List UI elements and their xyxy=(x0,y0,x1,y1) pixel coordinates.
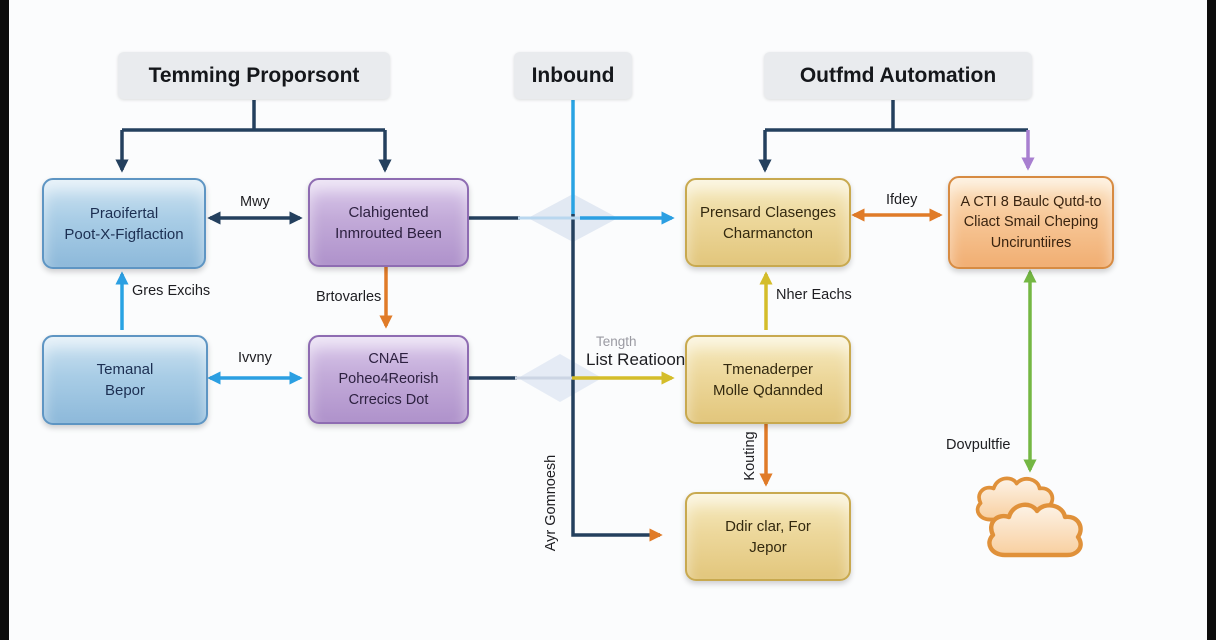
node-ddir-clar: Ddir clar, For Jepor xyxy=(685,492,851,581)
node-text: Crrecics Dot xyxy=(348,391,429,408)
node-text: Prensard Clasenges xyxy=(700,203,836,221)
lane-header-label: Inbound xyxy=(531,63,615,87)
node-cnae: CNAE Poheo4Reorish Crrecics Dot xyxy=(308,335,469,424)
node-text: Poot-X-Figflaction xyxy=(64,225,184,243)
node-text: Tmenaderper xyxy=(722,360,814,378)
node-text: Temanal xyxy=(96,361,154,378)
node-text: Inmrouted Been xyxy=(335,224,442,242)
edge-label-ayr-gomnoesh: Ayr Gomnoesh xyxy=(543,454,559,552)
node-clahigented: Clahigented Inmrouted Been xyxy=(308,178,469,267)
lane-header-temming-proporsont: Temming Proporsont xyxy=(118,52,390,99)
node-text: CNAE xyxy=(368,351,409,368)
edge-label-nher-eachs: Nher Eachs xyxy=(776,287,852,303)
connector-inbound-to-yellow3 xyxy=(571,214,663,542)
edge-label-brtovarles: Brtovarles xyxy=(316,289,382,305)
node-text: Molle Qdannded xyxy=(712,381,824,399)
lane-header-outfmd-automation: Outfmd Automation xyxy=(764,52,1032,99)
lane-header-label: Temming Proporsont xyxy=(148,63,360,87)
node-praoifertal: Praoifertal Poot-X-Figflaction xyxy=(42,178,206,269)
edge-label-tength: Tength xyxy=(596,334,637,349)
cloud-icon xyxy=(975,476,1083,558)
right-edge-bar xyxy=(1207,0,1216,640)
lane-header-label: Outfmd Automation xyxy=(799,63,997,87)
node-text: Unciruntiires xyxy=(990,234,1072,251)
node-text: Cliact Smail Cheping xyxy=(963,214,1099,231)
node-temanal-bepor: Temanal Bepor xyxy=(42,335,208,425)
lane-header-inbound: Inbound xyxy=(514,52,632,99)
node-text: Ddir clar, For xyxy=(725,517,811,535)
node-text: Bepor xyxy=(104,382,146,399)
node-text: Jepor xyxy=(749,538,787,556)
edge-label-ifdey: Ifdey xyxy=(886,192,918,208)
node-text: A CTI 8 Baulc Qutd-to xyxy=(960,194,1102,211)
edge-label-list-reatioon: List Reatioon xyxy=(586,350,686,369)
node-prensard-clasenges: Prensard Clasenges Charmancton xyxy=(685,178,851,267)
node-text: Poheo4Reorish xyxy=(338,371,439,388)
node-text: Clahigented xyxy=(348,203,429,221)
node-tmenaderper: Tmenaderper Molle Qdannded xyxy=(685,335,851,424)
node-acti8-baulc: A CTI 8 Baulc Qutd-to Cliact Smail Chepi… xyxy=(948,176,1114,269)
edge-label-dovpultfie: Dovpultfie xyxy=(946,437,1011,453)
edge-label-kouting: Kouting xyxy=(742,431,758,481)
node-text: Praoifertal xyxy=(89,204,159,222)
edge-label-mwy: Mwy xyxy=(240,194,270,210)
left-edge-bar xyxy=(0,0,9,640)
edge-label-ivvny: Ivvny xyxy=(238,350,272,366)
edge-label-gres-excihs: Gres Excihs xyxy=(132,283,211,299)
node-text: Charmancton xyxy=(722,224,814,242)
